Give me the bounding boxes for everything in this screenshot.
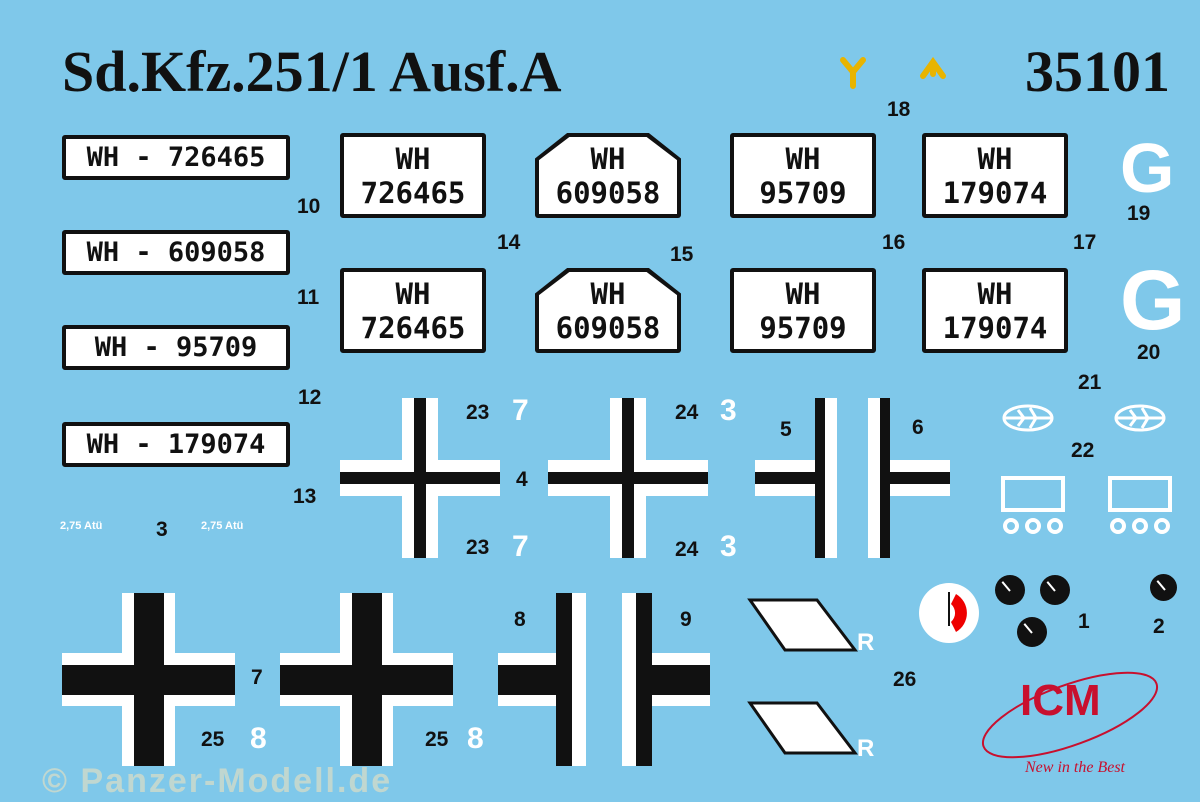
decal-number: 23 <box>466 401 490 424</box>
decal-number: 16 <box>882 231 906 254</box>
decal-number: 1 <box>1078 610 1090 633</box>
red-gauge-icon <box>919 583 979 643</box>
balkenkreuz-split-left <box>755 398 837 558</box>
decal-number: 14 <box>497 231 521 254</box>
balkenkreuz-split-left <box>498 593 586 766</box>
white-number-8: 8 <box>250 722 267 755</box>
oak-leaf-icons <box>1002 404 1166 432</box>
decal-number: 17 <box>1073 231 1097 254</box>
svg-text:ICM: ICM <box>1020 676 1101 725</box>
decal-number: 19 <box>1127 202 1151 225</box>
decal-number: 25 <box>201 728 225 751</box>
watermark: © Panzer-Modell.de <box>42 762 393 800</box>
decal-number: 21 <box>1078 371 1102 394</box>
sheet-title: Sd.Kfz.251/1 Ausf.A <box>62 39 562 104</box>
letter-r: R <box>857 735 875 762</box>
decal-number: 9 <box>680 608 692 631</box>
white-number-7: 7 <box>512 530 529 563</box>
balkenkreuz-large <box>280 593 453 766</box>
decal-number: 23 <box>466 536 490 559</box>
balkenkreuz-small <box>548 398 708 558</box>
white-number-8: 8 <box>467 722 484 755</box>
icm-logo: ICM New in the Best <box>981 671 1159 776</box>
license-plate-long: WH - 726465 <box>62 135 290 180</box>
decal-number: 6 <box>912 416 924 439</box>
letter-g: G <box>1120 253 1186 347</box>
balkenkreuz-split-right <box>868 398 950 558</box>
decal-number: 13 <box>293 485 317 508</box>
tactical-vehicle-icons <box>1001 476 1172 534</box>
decal-number: 5 <box>780 418 792 441</box>
decal-number: 12 <box>298 386 322 409</box>
decal-number: 7 <box>251 666 263 689</box>
license-plate-long: WH - 609058 <box>62 230 290 275</box>
decal-number: 3 <box>156 518 168 541</box>
decal-number: 8 <box>514 608 526 631</box>
parallelogram-decals <box>747 598 859 755</box>
tyre-pressure-text: 2,75 Atü <box>201 520 244 532</box>
balkenkreuz-split-right <box>622 593 710 766</box>
decal-number: 24 <box>675 538 699 561</box>
letter-r: R <box>857 629 875 656</box>
balkenkreuz-small <box>340 398 500 558</box>
gauge-icon <box>1017 617 1047 647</box>
decal-number: 18 <box>887 98 911 121</box>
letter-g: G <box>1120 129 1175 207</box>
gauge-icon <box>1040 575 1070 605</box>
decal-number: 20 <box>1137 341 1161 364</box>
decal-number: 2 <box>1153 615 1165 638</box>
decal-number: 11 <box>297 286 320 309</box>
decal-number: 25 <box>425 728 449 751</box>
decal-number: 4 <box>516 468 528 491</box>
license-plate-long: WH - 95709 <box>62 325 290 370</box>
decal-number: 15 <box>670 243 694 266</box>
balkenkreuz-large <box>62 593 235 766</box>
tyre-pressure-text: 2,75 Atü <box>60 520 103 532</box>
gauge-icon <box>1150 574 1177 601</box>
svg-text:New in the Best: New in the Best <box>1024 759 1126 776</box>
kit-number: 35101 <box>1025 39 1170 104</box>
white-number-3: 3 <box>720 530 737 563</box>
white-number-7: 7 <box>512 394 529 427</box>
white-number-3: 3 <box>720 394 737 427</box>
divisional-emblem-icons <box>840 56 946 89</box>
decal-number: 10 <box>297 195 321 218</box>
license-plate-long: WH - 179074 <box>62 422 290 467</box>
gauge-icon <box>995 575 1025 605</box>
decal-number: 26 <box>893 668 917 691</box>
decal-number: 22 <box>1071 439 1095 462</box>
decal-number: 24 <box>675 401 699 424</box>
